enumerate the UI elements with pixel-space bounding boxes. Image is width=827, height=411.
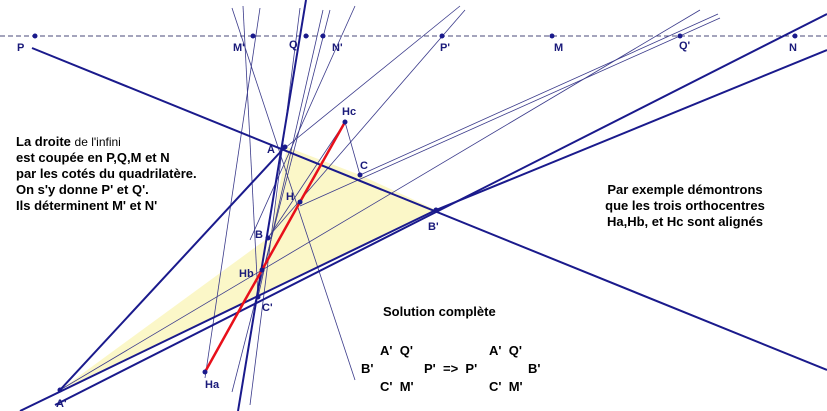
left-line-3: par les cotés du quadrilatère. <box>16 166 197 181</box>
triangle-shaded-lower <box>60 238 268 390</box>
label-Ha: Ha <box>205 379 220 391</box>
right-line-3: Ha,Hb, et Hc sont alignés <box>606 214 764 229</box>
vertex-points <box>57 119 439 393</box>
label-M-prime: M' <box>233 42 245 54</box>
label-Q-prime: Q' <box>679 40 691 52</box>
right-line-2: que les trois orthocentres <box>605 198 765 213</box>
label-A-prime: A' <box>56 398 67 410</box>
solution-title: Solution complète <box>383 304 496 319</box>
label-B: B <box>255 229 263 241</box>
right-explanation: Par exemple démontrons que les trois ort… <box>585 182 785 230</box>
label-N-prime: N' <box>332 42 343 54</box>
left-line-1b: de l'infini <box>74 135 121 149</box>
label-C: C <box>360 160 368 172</box>
left-line-2: est coupée en P,Q,M et N <box>16 150 170 165</box>
label-M: M <box>554 42 563 54</box>
solution-row2-mid: P' => P' <box>424 361 478 376</box>
left-line-5: Ils déterminent M' et N' <box>16 198 158 213</box>
label-Hb: Hb <box>239 268 254 280</box>
label-Q: Q <box>289 39 298 51</box>
left-line-4: On s'y donne P' et Q'. <box>16 182 149 197</box>
label-P: P <box>17 42 24 54</box>
left-explanation: La droite de l'infini est coupée en P,Q,… <box>16 134 197 214</box>
solution-row2-left: B' <box>361 361 374 376</box>
label-C-prime: C' <box>262 302 273 314</box>
solution-row3-right: C' M' <box>489 379 523 394</box>
label-B-prime: B' <box>428 221 439 233</box>
label-Hc: Hc <box>342 106 356 118</box>
solution-row3-left: C' M' <box>380 379 414 394</box>
main-lines <box>19 0 827 411</box>
solution-row2-right: B' <box>528 361 541 376</box>
left-line-1: La droite de l'infini <box>16 134 197 150</box>
label-N: N <box>789 42 797 54</box>
solution-row1-left: A' Q' <box>380 343 413 358</box>
solution-row1-right: A' Q' <box>489 343 522 358</box>
label-A: A <box>267 144 275 156</box>
label-P-prime: P' <box>440 42 450 54</box>
label-H: H <box>286 191 294 203</box>
infinity-points <box>32 33 798 39</box>
left-line-1a: La droite <box>16 134 71 149</box>
right-line-1: Par exemple démontrons <box>607 182 763 197</box>
triangle-shaded-upper <box>258 147 436 297</box>
